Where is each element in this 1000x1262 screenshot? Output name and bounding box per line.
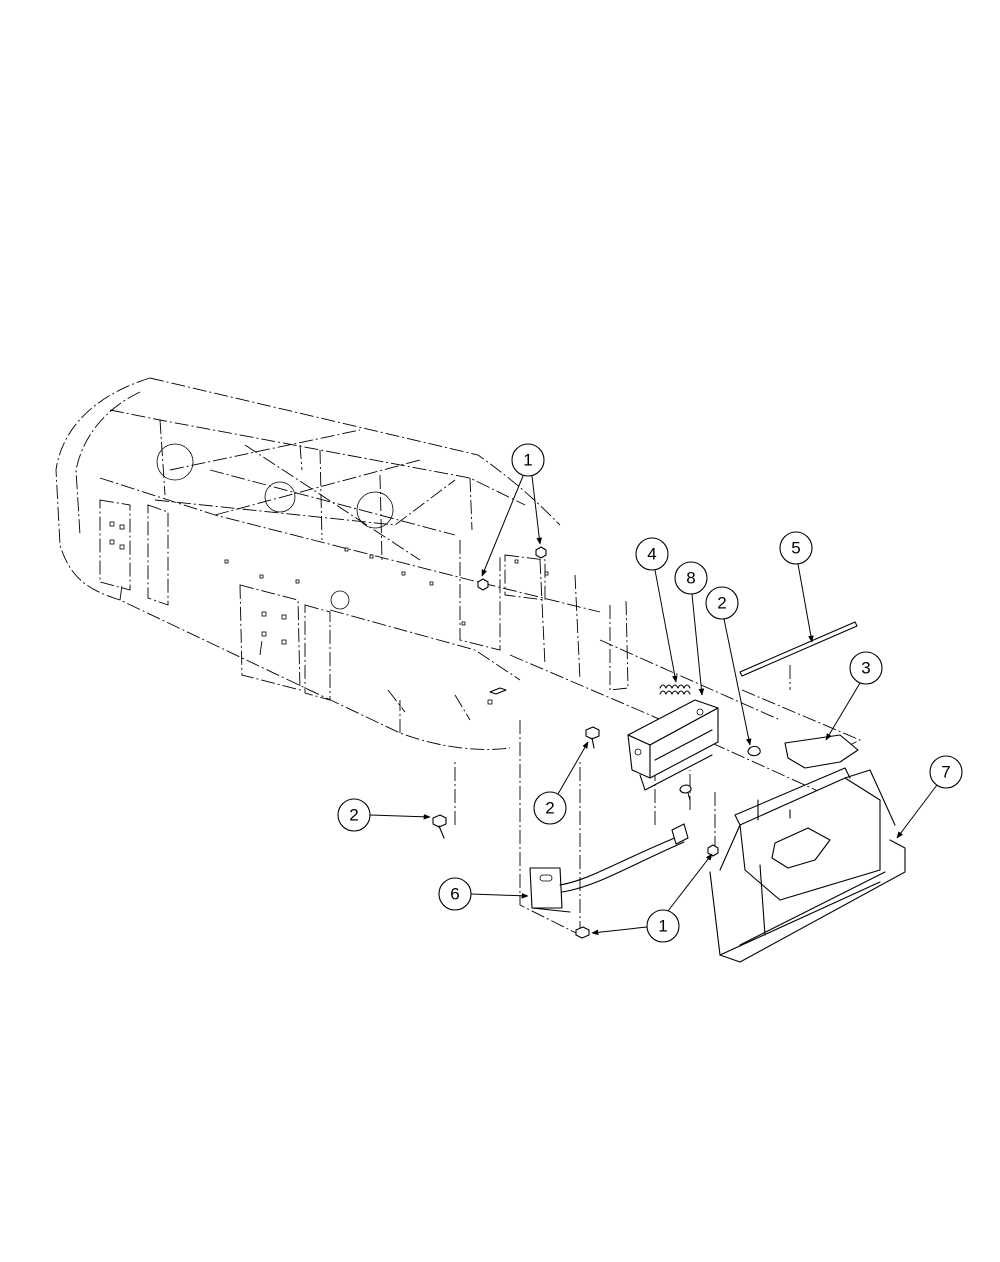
bolt-item-2 — [432, 726, 761, 939]
callout-1-top: 1 — [511, 443, 545, 477]
callout-label: 8 — [686, 569, 695, 588]
callout-3: 3 — [849, 651, 883, 685]
callout-2-right: 2 — [705, 586, 739, 620]
callout-2-left: 2 — [337, 798, 371, 832]
mower-deck-phantom — [55, 377, 629, 750]
callout-2-center: 2 — [533, 791, 567, 825]
callout-label: 7 — [941, 763, 950, 782]
bracket-item-8 — [627, 699, 719, 791]
spring-item-4 — [659, 684, 691, 695]
callout-label: 1 — [523, 451, 532, 470]
decal-item-3 — [784, 734, 859, 769]
callout-1-bottom: 1 — [646, 909, 680, 943]
callout-7: 7 — [929, 755, 963, 789]
callout-label: 5 — [791, 539, 800, 558]
rod-bracket-item-6 — [529, 823, 689, 913]
callout-label: 2 — [349, 806, 358, 825]
callout-8: 8 — [674, 561, 708, 595]
callout-label: 3 — [861, 659, 870, 678]
deck-hardware — [477, 546, 547, 695]
discharge-chute-item-7 — [709, 767, 906, 963]
callout-4: 4 — [635, 537, 669, 571]
callout-5: 5 — [779, 531, 813, 565]
rod-item-5 — [739, 621, 858, 677]
callout-label: 2 — [717, 594, 726, 613]
callout-label: 1 — [658, 917, 667, 936]
callouts: 1 2 2 2 3 4 — [337, 443, 963, 943]
callout-label: 2 — [545, 799, 554, 818]
callout-6: 6 — [438, 877, 472, 911]
callout-label: 4 — [647, 545, 656, 564]
callout-label: 6 — [450, 885, 459, 904]
